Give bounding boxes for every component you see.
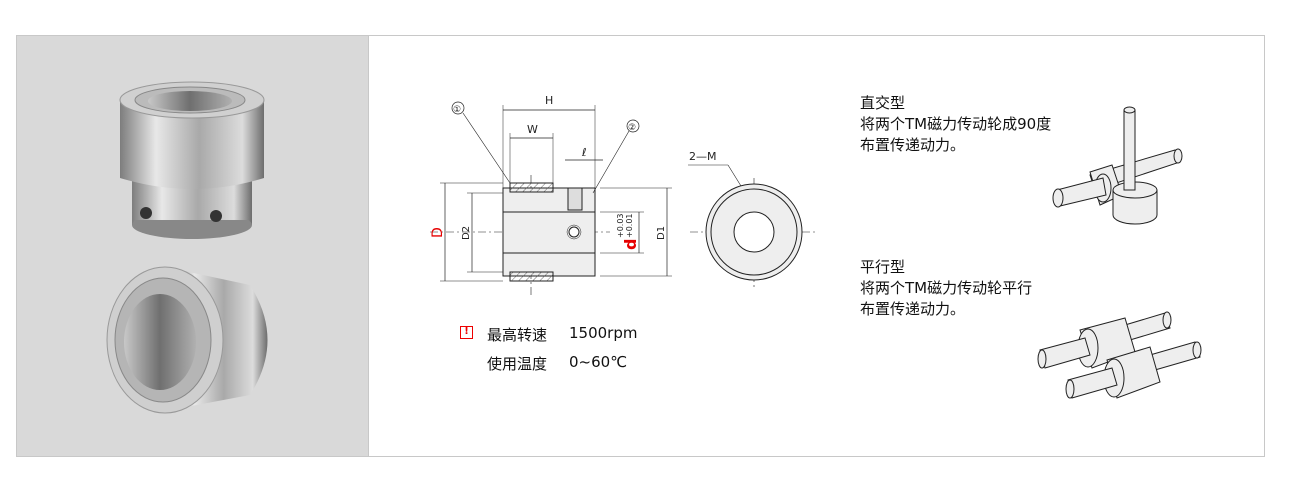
orthogonal-description: 直交型 将两个TM磁力传动轮成90度 布置传递动力。 <box>860 93 1051 156</box>
dimension-drawing <box>430 101 815 295</box>
tolerance-lower: +0.01 <box>625 213 634 238</box>
label-D1: D1 <box>656 226 667 240</box>
spec-max-speed-value: 1500rpm <box>569 324 638 342</box>
callout-2: ② <box>628 123 636 133</box>
orthogonal-title: 直交型 <box>860 94 906 112</box>
product-photo-upright <box>119 81 265 239</box>
parallel-description: 平行型 将两个TM磁力传动轮平行 布置传递动力。 <box>860 257 1032 320</box>
label-D: D <box>430 227 446 238</box>
orthogonal-desc-line2: 布置传递动力。 <box>860 136 966 154</box>
parallel-illustration <box>1037 311 1202 399</box>
label-H: H <box>545 94 553 107</box>
product-frame <box>16 35 1265 457</box>
label-2M: 2—M <box>689 150 717 163</box>
parallel-desc-line1: 将两个TM磁力传动轮平行 <box>860 279 1033 297</box>
label-D2: D2 <box>461 226 472 240</box>
label-d: d <box>621 239 640 250</box>
dimension-labels: H W ℓ ① ② 2—M D D2 D1 d +0.03 +0.01 <box>430 94 717 250</box>
label-W: W <box>527 123 538 136</box>
parallel-title: 平行型 <box>860 258 906 276</box>
orthogonal-illustration <box>1052 106 1183 225</box>
callout-1: ① <box>453 105 461 115</box>
label-l: ℓ <box>581 146 587 159</box>
spec-max-speed-label: 最高转速 <box>487 326 548 344</box>
warning-icon: ! <box>460 326 473 339</box>
spec-temperature-value: 0~60℃ <box>569 353 628 371</box>
parallel-desc-line2: 布置传递动力。 <box>860 300 966 318</box>
product-photo-side <box>106 266 268 414</box>
spec-temperature-label: 使用温度 <box>487 355 548 373</box>
orthogonal-desc-line1: 将两个TM磁力传动轮成90度 <box>860 115 1052 133</box>
tolerance-upper: +0.03 <box>616 213 625 238</box>
